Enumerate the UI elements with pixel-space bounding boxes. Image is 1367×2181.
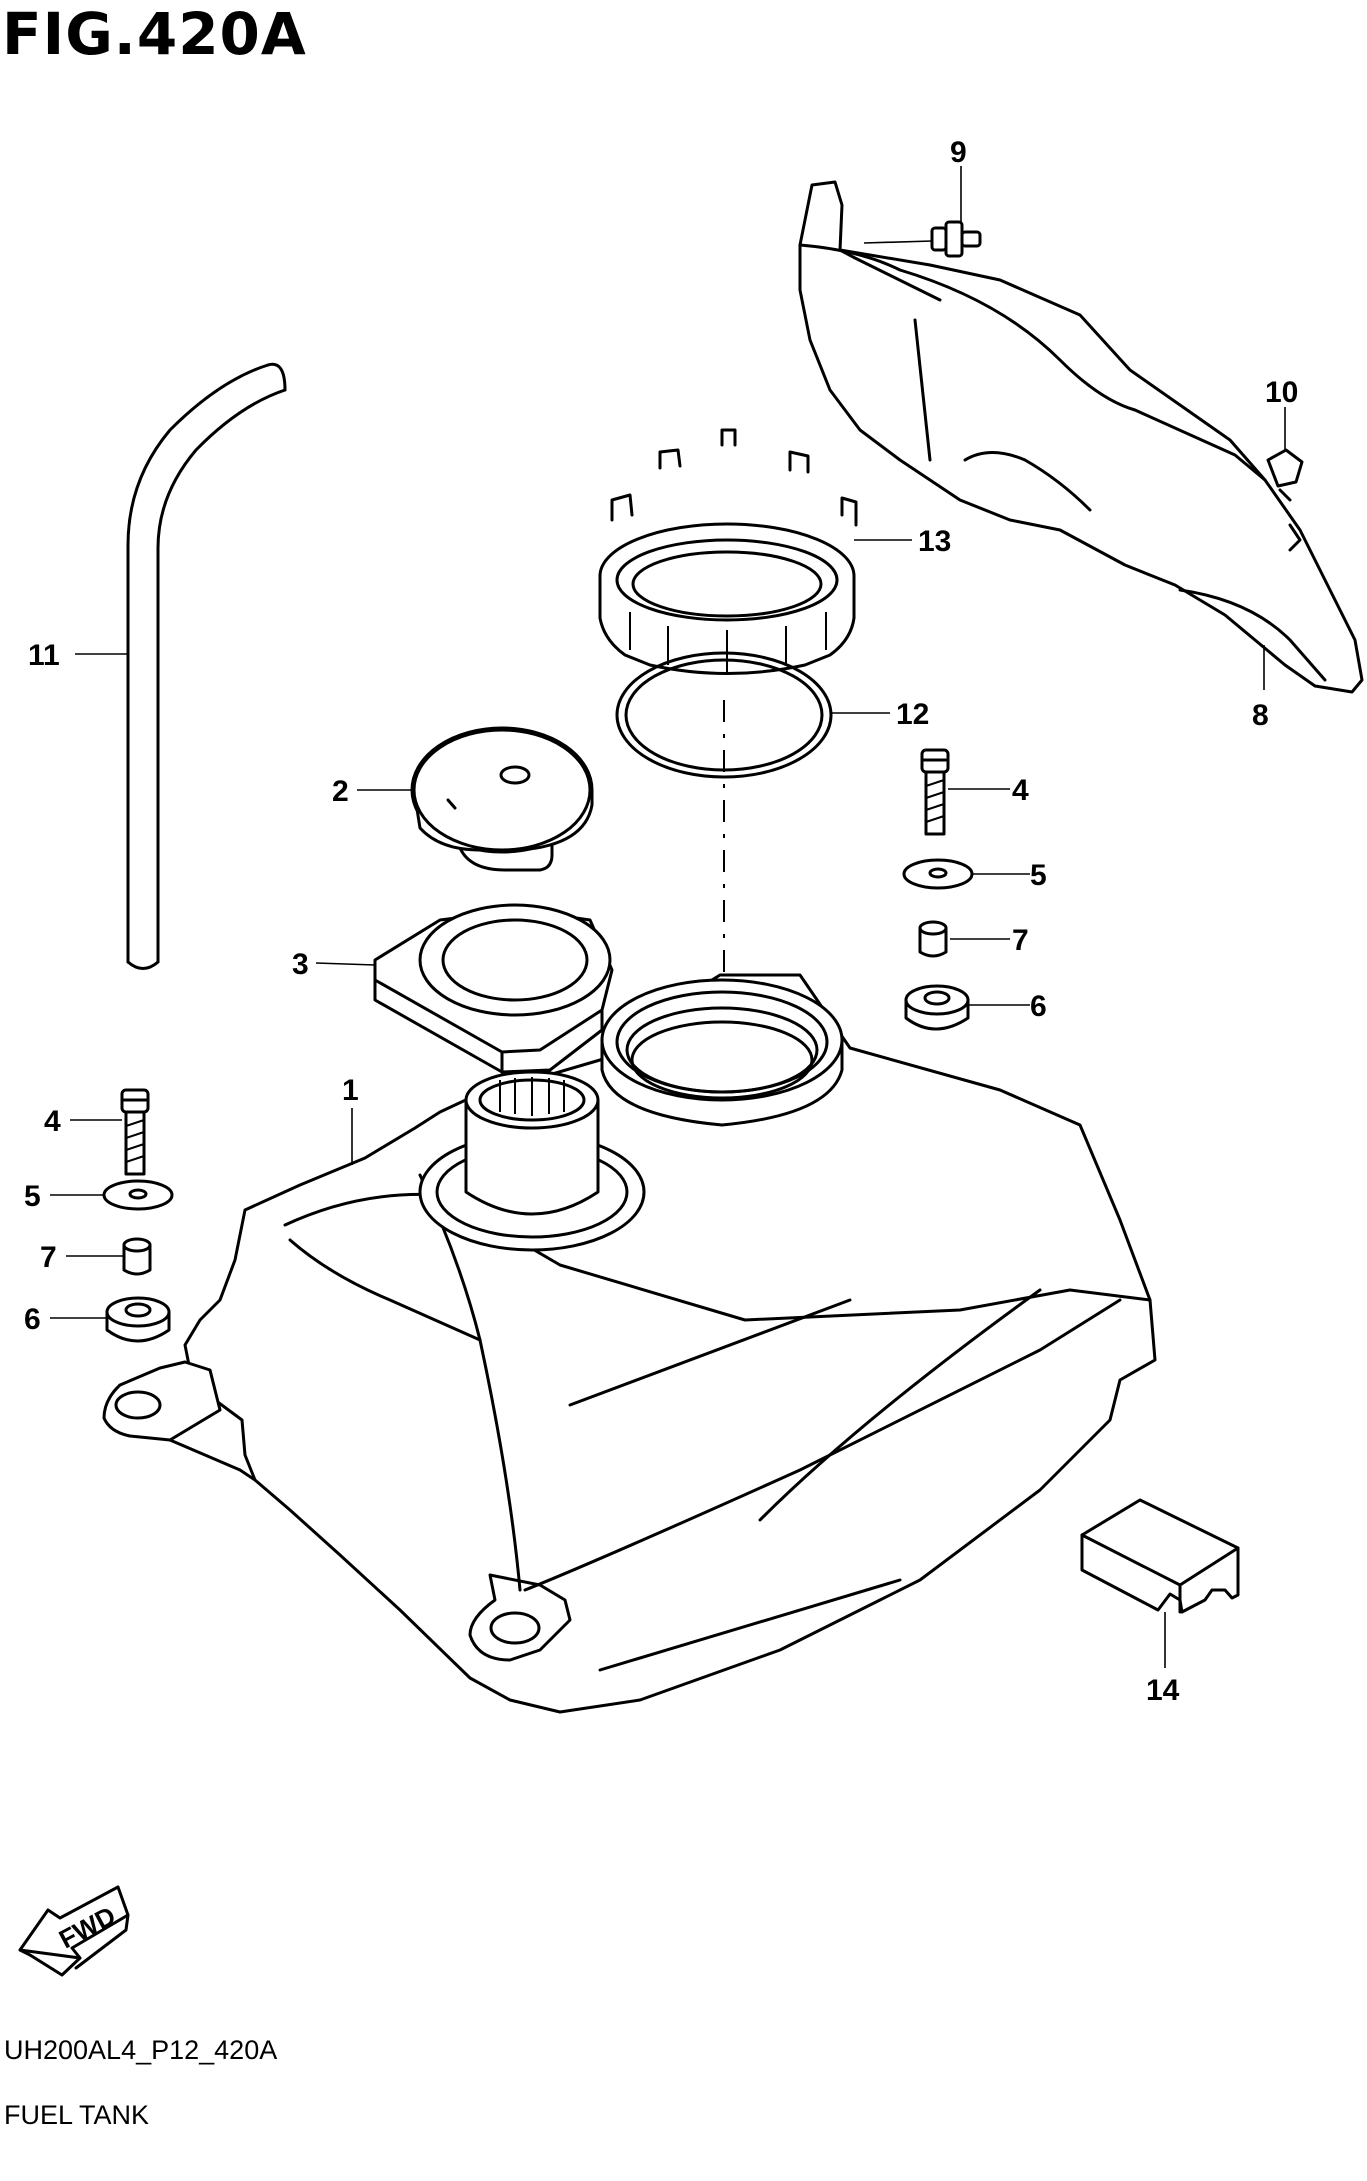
callout-labels: 9 10 11 13 12 8 2 4 5 7 6 3 1 4 5 7 6 14 xyxy=(24,136,1298,1707)
callout-11: 11 xyxy=(28,639,60,672)
callout-10: 10 xyxy=(1265,376,1298,409)
callout-3: 3 xyxy=(292,948,309,981)
part-11-breather-hose xyxy=(75,362,287,970)
part-9-bolt xyxy=(863,166,982,258)
callout-6-left: 6 xyxy=(24,1303,41,1336)
figure-title: FIG.420A xyxy=(2,0,307,68)
callout-9: 9 xyxy=(950,136,967,169)
figure-caption: FUEL TANK xyxy=(4,2100,150,2130)
callout-13: 13 xyxy=(918,525,951,558)
fwd-direction-arrow: FWD xyxy=(18,1885,130,1977)
drawing-code: UH200AL4_P12_420A xyxy=(4,2035,278,2065)
callout-6-right: 6 xyxy=(1030,990,1047,1023)
callout-5-left: 5 xyxy=(24,1180,41,1213)
callout-12: 12 xyxy=(896,698,929,731)
callout-14: 14 xyxy=(1146,1674,1180,1707)
callout-5-right: 5 xyxy=(1030,859,1047,892)
part-2-fuel-cap xyxy=(357,726,594,872)
part-1-fuel-tank xyxy=(102,973,1157,1714)
hardware-right-stack xyxy=(902,748,1030,1031)
part-13-retaining-ring xyxy=(598,428,912,675)
part-10-screw xyxy=(1266,407,1304,502)
hardware-left-stack xyxy=(50,1088,174,1343)
callout-1: 1 xyxy=(342,1074,359,1107)
callout-4-right: 4 xyxy=(1012,774,1029,807)
part-14-cushion-pad xyxy=(1080,1498,1240,1668)
part-8-tank-cover xyxy=(798,180,1364,694)
callout-2: 2 xyxy=(332,775,349,808)
part-3-seal-plate xyxy=(315,903,614,1074)
callout-7-left: 7 xyxy=(40,1241,57,1274)
callout-7-right: 7 xyxy=(1012,924,1029,957)
callout-8: 8 xyxy=(1252,699,1269,732)
callout-4-left: 4 xyxy=(44,1105,61,1138)
